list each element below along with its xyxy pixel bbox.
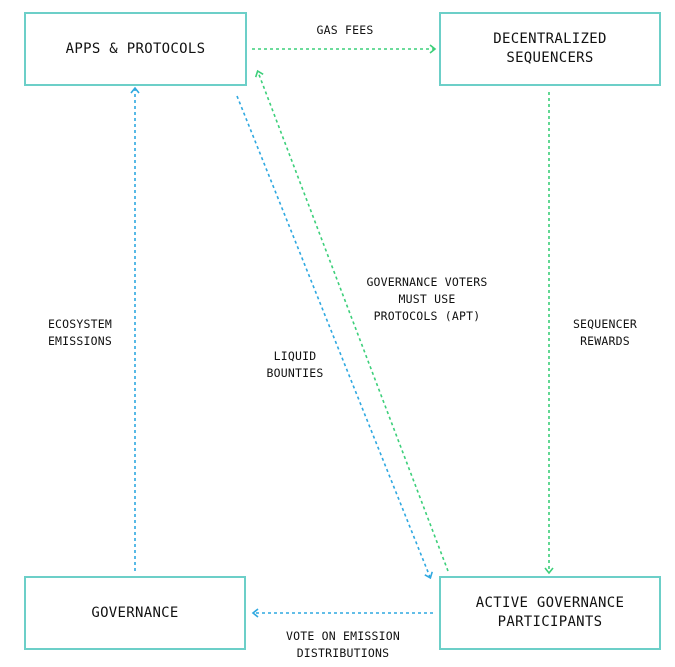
node-label: GOVERNANCE [91,604,179,621]
edge-label-line: ECOSYSTEM [47,317,113,331]
edge-label-governance-voters: GOVERNANCE VOTERS MUST USE PROTOCOLS (AP… [352,274,502,325]
edge-label-gas-fees: GAS FEES [290,22,400,39]
edge-label-line: SEQUENCER [572,317,638,331]
edge-label-sequencer-rewards: SEQUENCER REWARDS [555,316,655,350]
node-label: ACTIVE GOVERNANCE [475,595,625,611]
edge-label-line: DISTRIBUTIONS [296,646,390,660]
edge-label-line: MUST USE [398,292,456,306]
node-decentralized-sequencers: DECENTRALIZED SEQUENCERS [439,12,661,86]
node-label: DECENTRALIZED [493,31,607,47]
node-label: PARTICIPANTS [497,614,603,630]
edge-label-ecosystem-emissions: ECOSYSTEM EMISSIONS [30,316,130,350]
edge-label-line: LIQUID [273,349,317,363]
node-label: SEQUENCERS [506,50,594,66]
edge-label-line: VOTE ON EMISSION [286,629,400,643]
arrow-governance-voters [254,69,449,572]
node-governance: GOVERNANCE [24,576,246,650]
node-label: APPS & PROTOCOLS [65,40,206,57]
node-active-governance-participants: ACTIVE GOVERNANCE PARTICIPANTS [439,576,661,650]
edge-label-vote-emission: VOTE ON EMISSION DISTRIBUTIONS [258,628,428,662]
arrow-liquid-bounties [236,95,433,580]
edge-label-line: REWARDS [580,334,630,348]
node-apps-protocols: APPS & PROTOCOLS [24,12,247,86]
edge-label-line: GAS FEES [316,23,374,37]
edge-label-line: GOVERNANCE VOTERS [366,275,488,289]
edge-label-liquid-bounties: LIQUID BOUNTIES [250,348,340,382]
edge-label-line: PROTOCOLS (APT) [373,309,481,323]
edge-label-line: BOUNTIES [266,366,324,380]
edge-label-line: EMISSIONS [47,334,113,348]
